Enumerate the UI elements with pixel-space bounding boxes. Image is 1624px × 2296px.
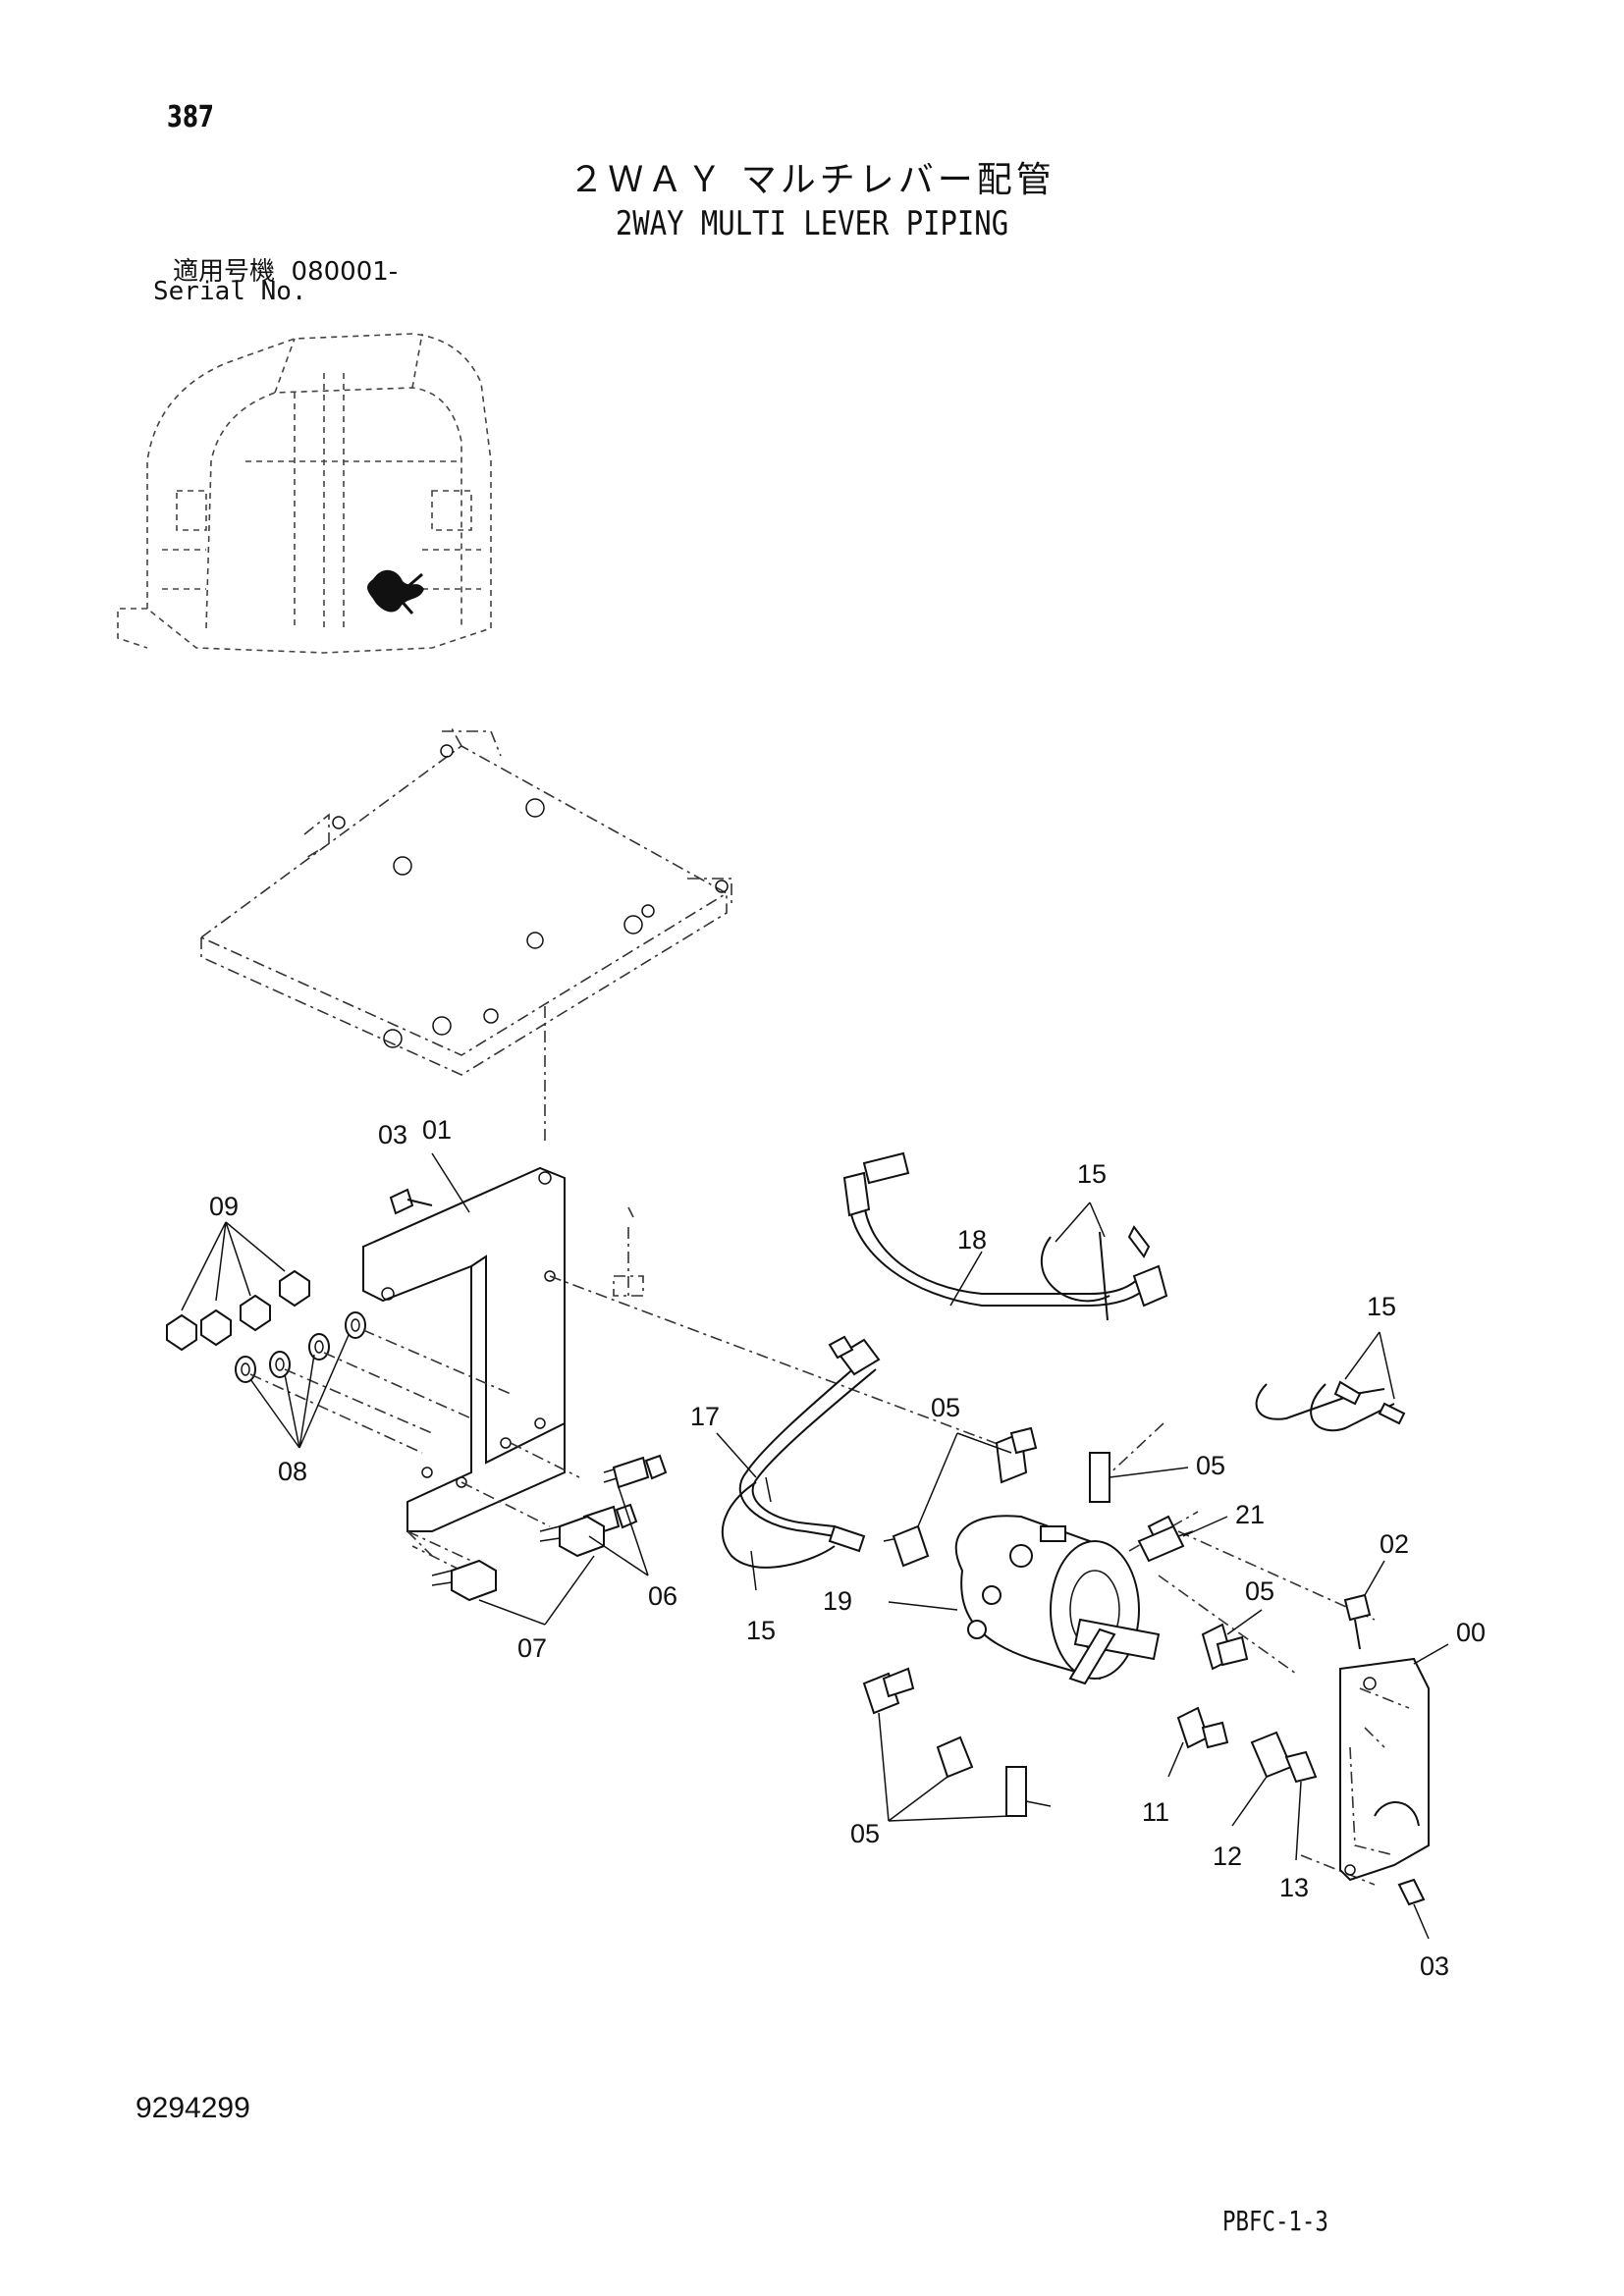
label-15-top: 15 <box>1077 1159 1107 1189</box>
label-01: 01 <box>422 1115 452 1145</box>
label-11: 11 <box>1142 1797 1169 1827</box>
fittings-07 <box>431 1515 605 1602</box>
cable-ties-15-right <box>1255 1380 1406 1432</box>
label-05-bottom: 05 <box>850 1819 880 1848</box>
label-05-right: 05 <box>1196 1451 1225 1480</box>
highlighted-piping-icon <box>367 569 424 614</box>
label-21: 21 <box>1235 1500 1265 1529</box>
label-03-bottom: 03 <box>1420 1951 1449 1981</box>
part-11 <box>1176 1706 1229 1749</box>
document-number: 9294299 <box>135 2092 250 2124</box>
leader-lines <box>181 1152 1449 1940</box>
cab-location-illustration <box>117 333 492 654</box>
mounting-plate <box>199 727 732 1076</box>
page-code: PBFC-1-3 <box>1222 2205 1328 2237</box>
label-15-right: 15 <box>1367 1292 1396 1321</box>
page-number: 387 <box>167 100 214 134</box>
label-03-top: 03 <box>378 1120 407 1149</box>
label-05-mid: 05 <box>1245 1576 1274 1606</box>
label-17: 17 <box>690 1402 720 1431</box>
bracket-00 <box>1339 1657 1430 1882</box>
serial-value: 080001- <box>291 257 399 287</box>
label-06: 06 <box>648 1581 677 1611</box>
stud-bolt <box>613 1206 644 1297</box>
label-08: 08 <box>278 1457 307 1486</box>
label-19: 19 <box>823 1586 852 1616</box>
bracket-01 <box>362 1166 566 1532</box>
nuts-09 <box>166 1269 310 1352</box>
part-13 <box>1284 1750 1318 1784</box>
serial-label-english: Serial No. <box>153 277 307 306</box>
bolt-03-top <box>389 1188 433 1215</box>
label-09: 09 <box>209 1192 239 1221</box>
washers-08 <box>235 1311 366 1383</box>
label-02: 02 <box>1380 1529 1409 1559</box>
title-english: 2WAY MULTI LEVER PIPING <box>615 204 1009 243</box>
hose-18 <box>842 1151 1168 1321</box>
bolt-02 <box>1343 1593 1372 1650</box>
part-number-labels: 03 01 09 08 06 07 15 18 15 17 05 05 21 1… <box>209 1115 1486 1981</box>
label-00: 00 <box>1456 1618 1486 1647</box>
label-05-top: 05 <box>931 1393 960 1422</box>
part-12 <box>1250 1731 1293 1779</box>
title-japanese: ２ＷＡＹ マルチレバー配管 <box>568 160 1056 200</box>
valve-19 <box>954 1515 1161 1685</box>
label-18: 18 <box>957 1225 987 1255</box>
hose-17 <box>722 1335 881 1569</box>
serial-label-japanese: 適用号機 080001- <box>173 251 398 288</box>
label-12: 12 <box>1213 1842 1242 1871</box>
label-15-bottom: 15 <box>746 1616 776 1645</box>
bolt-03-bottom <box>1397 1878 1426 1906</box>
label-07: 07 <box>517 1633 547 1663</box>
serial-label-jp-text: 適用号機 <box>173 257 276 287</box>
assembly-lines <box>249 1275 1410 1886</box>
label-13: 13 <box>1279 1873 1309 1902</box>
fittings-05 <box>862 1426 1249 1817</box>
fitting-21 <box>1137 1524 1194 1563</box>
